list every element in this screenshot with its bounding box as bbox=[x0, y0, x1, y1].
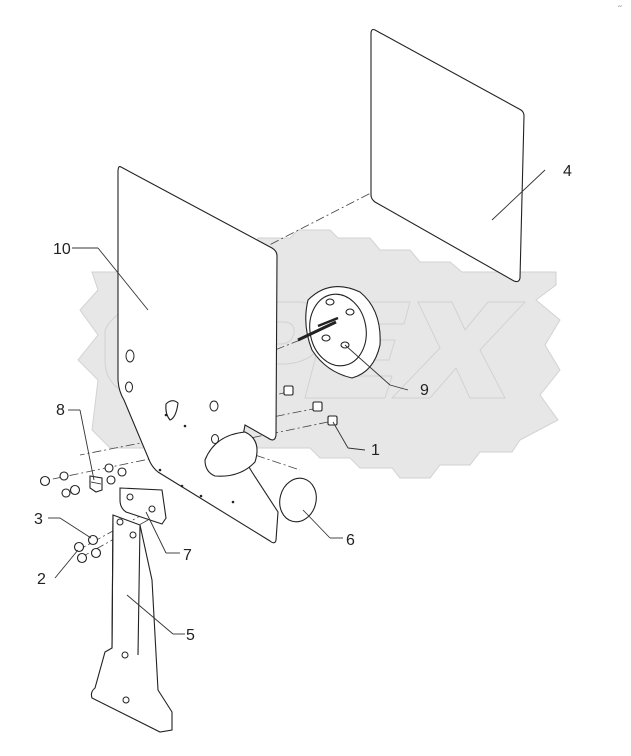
bolt bbox=[312, 401, 323, 412]
part-10-holes bbox=[125, 349, 235, 504]
part-6-mirror-backing bbox=[204, 431, 258, 477]
callout-2: 2 bbox=[37, 571, 46, 588]
callout-6: 6 bbox=[346, 532, 355, 549]
leader-7 bbox=[145, 511, 167, 554]
leader-10 bbox=[97, 247, 149, 311]
part-9-gauge-housing bbox=[297, 286, 381, 379]
leader-lines bbox=[48, 169, 546, 635]
nut bbox=[73, 541, 85, 553]
plate-cutout bbox=[165, 400, 179, 421]
leader-1 bbox=[332, 421, 349, 449]
callout-4: 4 bbox=[563, 163, 572, 180]
callout-10: 10 bbox=[53, 241, 71, 258]
leader-9 bbox=[344, 344, 391, 386]
bracket-hole bbox=[148, 505, 156, 513]
gauge-boss bbox=[321, 334, 331, 342]
part-10-bracket-plate bbox=[117, 166, 279, 544]
plate-hole bbox=[209, 400, 219, 412]
plate-dot bbox=[231, 500, 235, 504]
leader-3 bbox=[59, 517, 92, 539]
gauge-stud bbox=[317, 316, 339, 328]
part-6-round-mirror bbox=[279, 477, 317, 523]
bolt bbox=[327, 415, 338, 426]
bracket-edge bbox=[111, 514, 114, 649]
plate-dot bbox=[183, 424, 187, 428]
nut bbox=[61, 488, 71, 498]
bracket-hole bbox=[126, 493, 134, 501]
plate-dot bbox=[158, 468, 162, 472]
leader-1-stub bbox=[347, 447, 366, 451]
gauge-boss bbox=[325, 298, 335, 306]
part-7-mounting-bracket bbox=[119, 487, 167, 525]
plate-hole bbox=[125, 381, 133, 393]
washer bbox=[90, 547, 102, 559]
center-line-6 bbox=[239, 449, 301, 471]
nut bbox=[59, 471, 69, 481]
callout-labels: 4 10 9 8 1 3 6 7 2 5 bbox=[34, 163, 572, 644]
clip-edge bbox=[90, 481, 102, 485]
parts-2-3-nuts-washers bbox=[39, 463, 127, 564]
nut bbox=[106, 475, 116, 485]
bracket-hole bbox=[121, 651, 129, 659]
leader-2 bbox=[54, 549, 79, 579]
washer bbox=[69, 484, 81, 496]
bracket-hole bbox=[129, 531, 137, 539]
callout-9: 9 bbox=[420, 382, 429, 399]
watermark-letter-x bbox=[390, 301, 527, 399]
plate-dot bbox=[180, 484, 184, 488]
bracket-edge bbox=[137, 524, 141, 656]
leader-9-stub bbox=[389, 384, 409, 391]
gauge-boss bbox=[345, 308, 355, 316]
part-1-bolts bbox=[283, 385, 338, 426]
leader-8 bbox=[79, 409, 95, 481]
leader-4 bbox=[491, 169, 546, 221]
callout-1: 1 bbox=[371, 442, 380, 459]
callout-5: 5 bbox=[186, 627, 195, 644]
leader-6 bbox=[302, 509, 331, 539]
nut bbox=[104, 463, 114, 473]
part-5-support-bracket bbox=[90, 514, 173, 733]
bracket-hole bbox=[122, 696, 130, 704]
bracket-hole bbox=[116, 518, 124, 526]
plate-dot bbox=[199, 494, 203, 498]
plate-dot bbox=[164, 413, 168, 417]
washer bbox=[39, 475, 51, 487]
part-4-glass-panel bbox=[370, 28, 525, 283]
plate-hole bbox=[211, 434, 219, 444]
leader-5 bbox=[126, 594, 174, 635]
bolt bbox=[283, 385, 294, 396]
callout-8: 8 bbox=[56, 402, 65, 419]
callout-7: 7 bbox=[183, 547, 192, 564]
plate-hole bbox=[125, 349, 135, 363]
washer bbox=[117, 467, 127, 477]
nut bbox=[76, 552, 88, 564]
corner-mark: ′′ bbox=[618, 5, 622, 15]
part-8-clip bbox=[89, 475, 103, 493]
gauge-stud bbox=[297, 320, 337, 342]
callout-3: 3 bbox=[34, 511, 43, 528]
